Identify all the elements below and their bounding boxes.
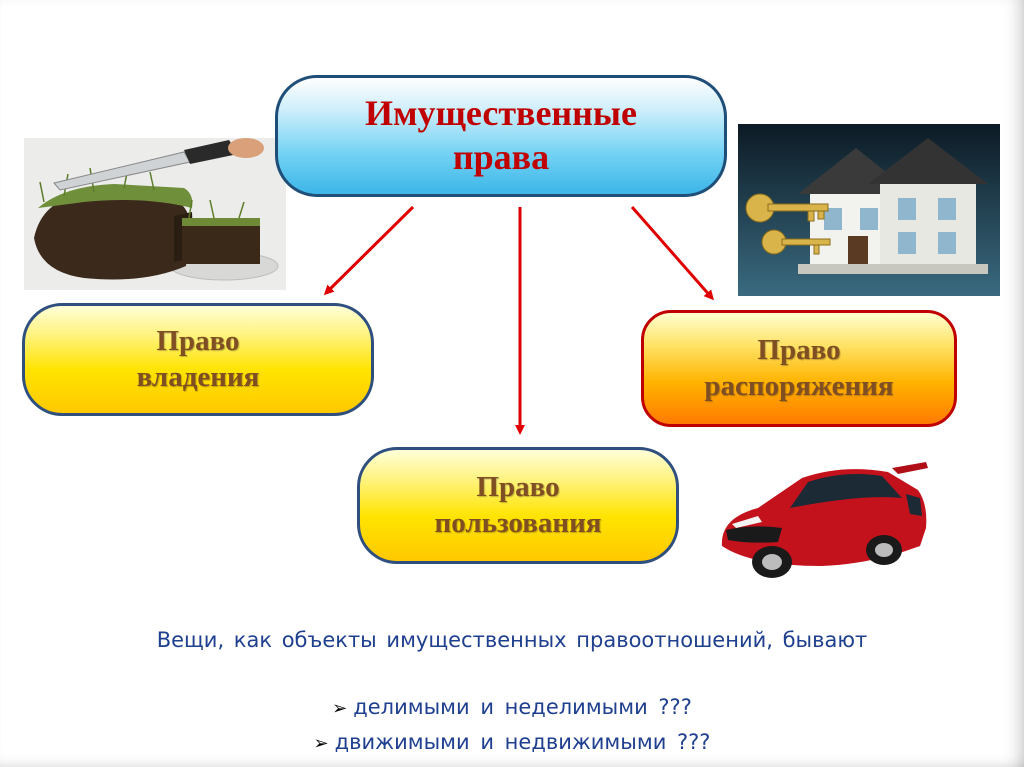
caption-text: Вещи, как объекты имущественных правоотн… xyxy=(156,628,868,652)
ownership-right-node: Право владения xyxy=(22,303,374,416)
property-rights-node: Имущественные права xyxy=(275,75,727,197)
bullet-item: ➢делимыми и неделимыми ??? xyxy=(0,690,1024,725)
use-right-node: Право пользования xyxy=(357,447,679,564)
house-keys-image xyxy=(738,124,1000,296)
property-rights-line2: права xyxy=(452,137,550,177)
bullet-text: делимыми и неделимыми ??? xyxy=(353,695,692,719)
red-car-image xyxy=(721,462,928,578)
disposal-line2: распоряжения xyxy=(704,369,894,402)
bullet-item: ➢движимыми и недвижимыми ??? xyxy=(0,725,1024,760)
disposal-right-node: Право распоряжения xyxy=(641,310,957,427)
arrow-bullet-icon: ➢ xyxy=(332,698,348,719)
arrow-to-disposal xyxy=(630,206,714,301)
ownership-line1: Право xyxy=(156,325,240,358)
bullet-list: ➢делимыми и неделимыми ??? ➢движимыми и … xyxy=(0,690,1024,760)
arrow-to-ownership xyxy=(323,205,415,296)
property-rights-line1: Имущественные xyxy=(365,93,637,134)
ownership-line2: владения xyxy=(136,360,260,393)
arrow-bullet-icon: ➢ xyxy=(313,733,329,754)
soil-cake-image xyxy=(24,138,286,290)
bullet-text: движимыми и недвижимыми ??? xyxy=(334,730,711,754)
use-line2: пользования xyxy=(434,506,602,539)
disposal-line1: Право xyxy=(757,334,841,367)
use-line1: Право xyxy=(476,471,560,504)
